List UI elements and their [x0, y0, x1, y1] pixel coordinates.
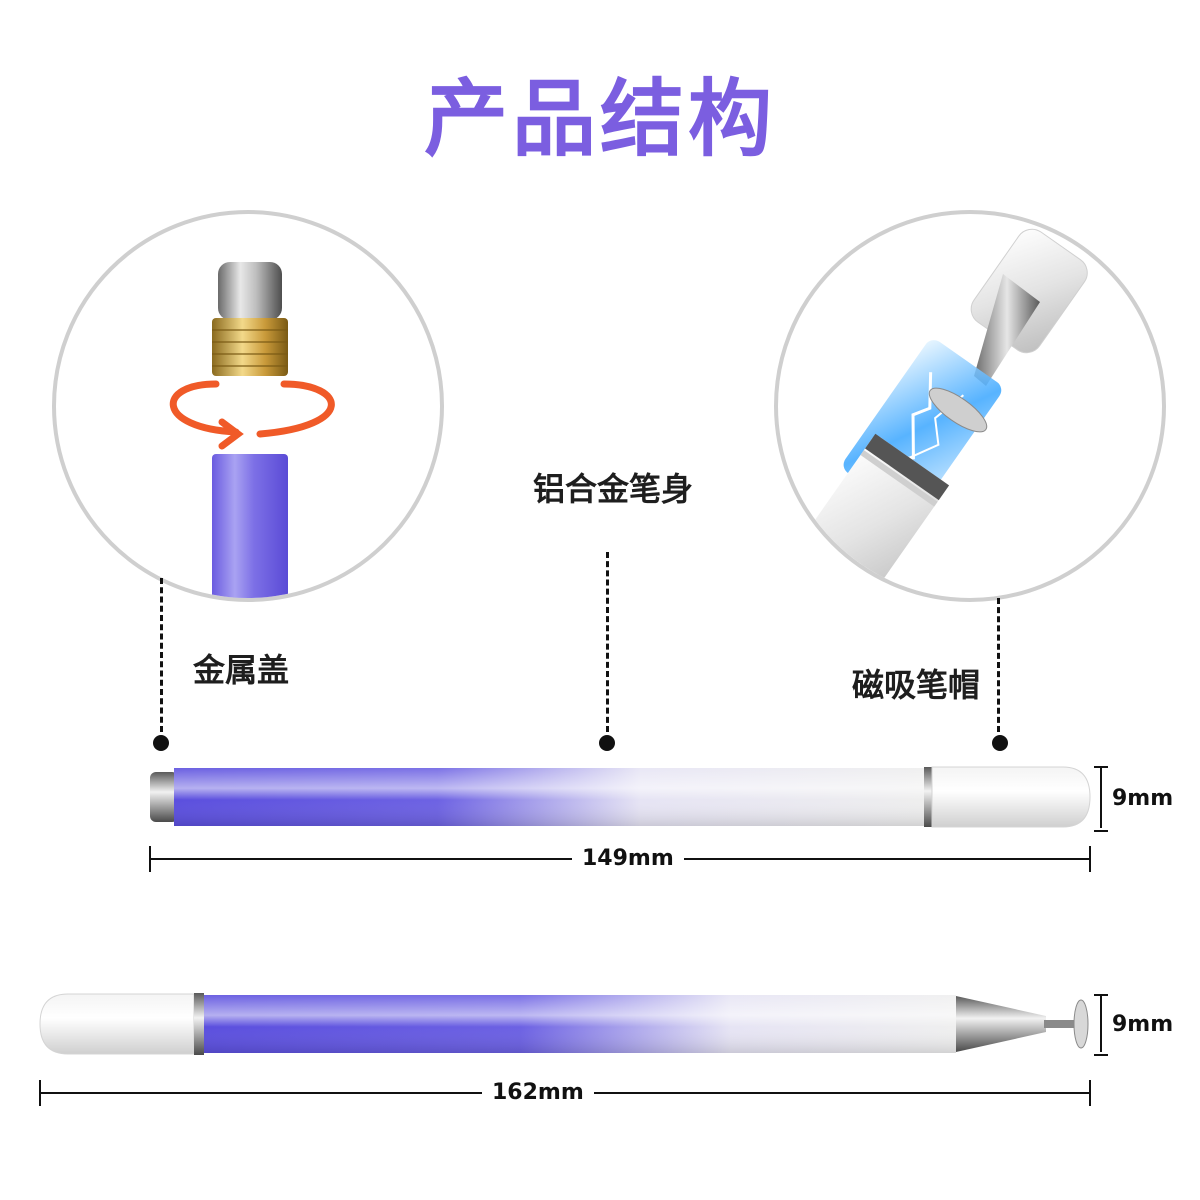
pen2-diameter-label: 9mm: [1112, 1012, 1174, 1037]
nib-cone-icon: [974, 274, 1040, 386]
pen1-length-label: 149mm: [572, 846, 684, 871]
pen2-diameter-bracket: [1094, 994, 1108, 1056]
magnetic-cap-detail-circle: [774, 210, 1166, 602]
pen1-diameter-label: 9mm: [1112, 786, 1174, 811]
alloy-body-pointer-dot: [599, 735, 615, 751]
metal-cap-pointer-dot: [153, 735, 169, 751]
alloy-body-leader-line: [606, 552, 609, 732]
pen2-length-label: 162mm: [482, 1080, 594, 1105]
magnetic-cap-leader-line: [997, 598, 1000, 732]
magnetic-cap-label: 磁吸笔帽: [852, 666, 981, 704]
pen-cap-icon: [970, 228, 1088, 354]
magnetic-cap-pointer-dot: [992, 735, 1008, 751]
metal-cap-leader-line: [160, 578, 163, 732]
pen1-diameter-bracket: [1094, 766, 1108, 832]
alloy-body-label: 铝合金笔身: [533, 470, 694, 508]
uncapped-pen-image: [38, 990, 1098, 1060]
metal-cap-icon: [212, 262, 288, 376]
rotate-arrow-icon: [169, 380, 335, 450]
nib-disc-icon: [928, 387, 988, 433]
page-title: 产品结构: [423, 70, 776, 168]
metal-cap-detail-circle: [52, 210, 444, 602]
capped-pen-image: [148, 764, 1098, 830]
metal-cap-label: 金属盖: [193, 651, 290, 689]
pen-tube-icon: [212, 454, 288, 598]
